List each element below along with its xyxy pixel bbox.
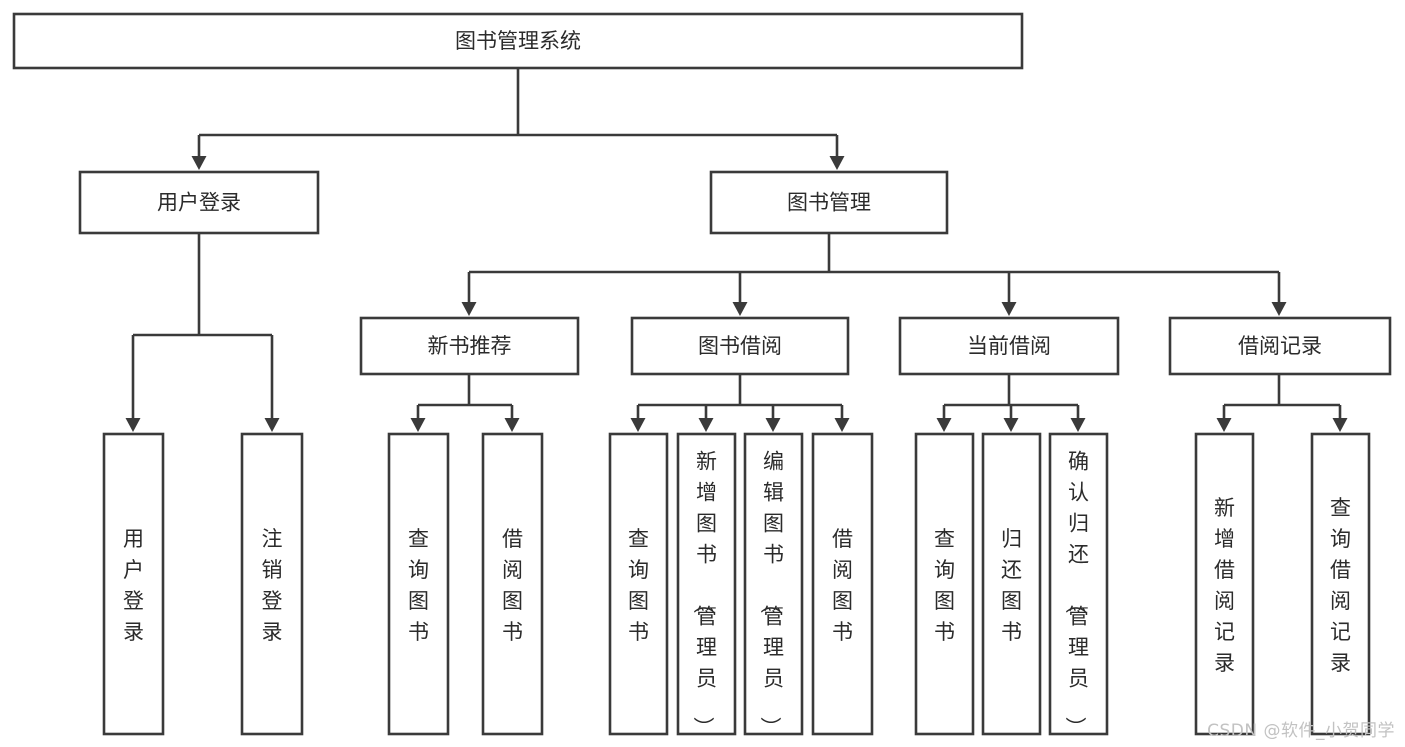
node-label: 编辑图书（管理员）: [758, 450, 784, 738]
node-box: [12, 12, 1024, 70]
node-borrow-record[interactable]: 借阅记录: [1168, 316, 1392, 376]
arrow-head-icon: [410, 418, 426, 432]
node-leaf-confirm-return[interactable]: 确认归还（管理员）: [1048, 432, 1109, 738]
node-label: 确认归还（管理员）: [1063, 450, 1089, 738]
arrow-head-icon: [125, 418, 141, 432]
node-box: [1194, 432, 1255, 736]
node-box: [1168, 316, 1392, 376]
node-label: 新增借阅记录: [1214, 496, 1235, 675]
node-book-borrow[interactable]: 图书借阅: [630, 316, 850, 376]
node-leaf-add-book[interactable]: 新增图书（管理员）: [676, 432, 737, 738]
node-label: 图书管理: [787, 191, 871, 215]
node-label: 当前借阅: [967, 334, 1051, 358]
node-leaf-query-borrow-record[interactable]: 查询借阅记录: [1310, 432, 1371, 736]
node-label: 查询图书: [934, 527, 955, 644]
node-label: 新书推荐: [428, 334, 512, 358]
arrow-head-icon: [1216, 418, 1232, 432]
arrow-head-icon: [732, 302, 748, 316]
node-current-borrow[interactable]: 当前借阅: [898, 316, 1120, 376]
node-leaf-query-book-recommend[interactable]: 查询图书: [387, 432, 450, 736]
arrow-head-icon: [698, 418, 714, 432]
node-box: [898, 316, 1120, 376]
node-box: [630, 316, 850, 376]
arrow-head-icon: [936, 418, 952, 432]
node-box: [811, 432, 874, 736]
node-root[interactable]: 图书管理系统: [12, 12, 1024, 70]
node-label: 借阅图书: [832, 527, 853, 644]
arrow-head-icon: [461, 302, 477, 316]
node-label: 归还图书: [1001, 527, 1022, 644]
node-label: 新增图书（管理员）: [691, 450, 717, 738]
node-box: [240, 432, 304, 736]
node-label: 图书管理系统: [455, 29, 581, 53]
node-leaf-return-book[interactable]: 归还图书: [981, 432, 1042, 736]
arrow-head-icon: [1271, 302, 1287, 316]
node-box: [78, 170, 320, 235]
arrow-head-icon: [1332, 418, 1348, 432]
node-layer: 图书管理系统用户登录图书管理新书推荐图书借阅当前借阅借阅记录用户登录注销登录查询…: [12, 12, 1392, 738]
node-leaf-add-borrow-record[interactable]: 新增借阅记录: [1194, 432, 1255, 736]
node-label: 借阅记录: [1238, 334, 1322, 358]
node-label: 用户登录: [123, 527, 144, 644]
node-box: [743, 432, 804, 736]
node-leaf-borrow-book-recommend[interactable]: 借阅图书: [481, 432, 544, 736]
node-box: [1048, 432, 1109, 736]
node-box: [676, 432, 737, 736]
arrow-head-icon: [630, 418, 646, 432]
node-label: 查询图书: [408, 527, 429, 644]
node-leaf-logout-login[interactable]: 注销登录: [240, 432, 304, 736]
arrow-head-icon: [834, 418, 850, 432]
node-label: 用户登录: [157, 191, 241, 215]
node-label: 查询图书: [628, 527, 649, 644]
node-label: 图书借阅: [698, 334, 782, 358]
node-box: [387, 432, 450, 736]
node-label: 注销登录: [262, 527, 283, 644]
node-box: [1310, 432, 1371, 736]
arrow-head-icon: [1003, 418, 1019, 432]
node-leaf-user-login[interactable]: 用户登录: [102, 432, 165, 736]
node-user-login[interactable]: 用户登录: [78, 170, 320, 235]
arrow-head-icon: [765, 418, 781, 432]
node-label: 查询借阅记录: [1330, 496, 1351, 675]
node-label: 借阅图书: [502, 527, 523, 644]
node-box: [981, 432, 1042, 736]
node-leaf-query-book-borrow[interactable]: 查询图书: [608, 432, 669, 736]
node-box: [608, 432, 669, 736]
node-box: [709, 170, 949, 235]
arrow-head-icon: [191, 156, 207, 170]
node-box: [481, 432, 544, 736]
node-leaf-edit-book[interactable]: 编辑图书（管理员）: [743, 432, 804, 738]
node-leaf-borrow-book[interactable]: 借阅图书: [811, 432, 874, 736]
node-new-book-recommend[interactable]: 新书推荐: [359, 316, 580, 376]
arrow-head-icon: [264, 418, 280, 432]
arrow-head-icon: [504, 418, 520, 432]
arrow-head-icon: [1001, 302, 1017, 316]
node-box: [102, 432, 165, 736]
node-box: [914, 432, 975, 736]
node-box: [359, 316, 580, 376]
arrow-head-layer: [125, 156, 1348, 432]
arrow-head-icon: [1070, 418, 1086, 432]
node-book-manage[interactable]: 图书管理: [709, 170, 949, 235]
arrow-head-icon: [829, 156, 845, 170]
node-leaf-query-book-current[interactable]: 查询图书: [914, 432, 975, 736]
